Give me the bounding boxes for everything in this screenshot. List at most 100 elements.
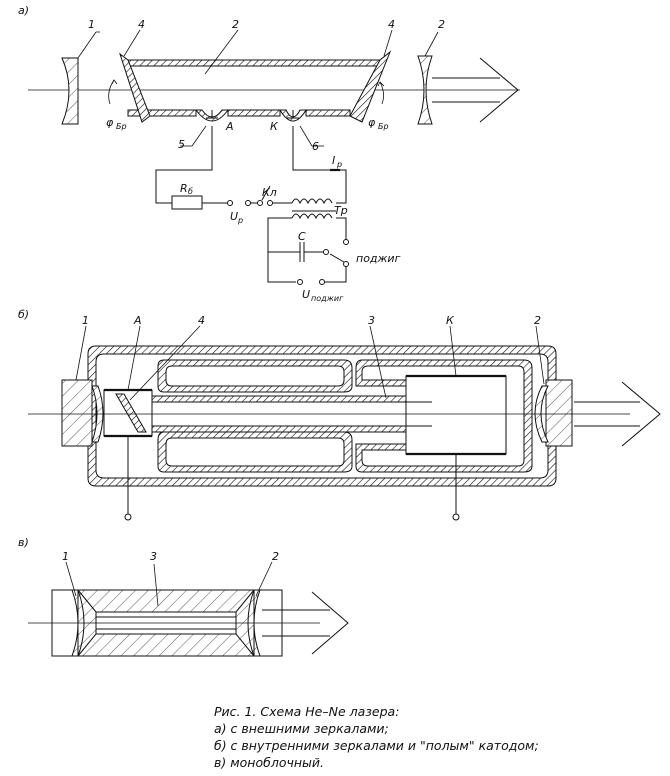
- label-mirror-left-b: 1: [82, 314, 89, 327]
- label-mirror-left-a: 1: [88, 18, 95, 31]
- cathode-terminal-b: [452, 513, 460, 521]
- tube-bottom-wall-right-a: [305, 109, 351, 117]
- panel-b-tag: б): [18, 308, 29, 321]
- panel-b: б) 1: [18, 308, 661, 521]
- terminal-ignition-right-a: [319, 279, 325, 285]
- label-anode-a: А: [225, 120, 234, 133]
- label-angle-left-a: φ: [106, 116, 114, 129]
- capillary-top-b: [151, 395, 433, 403]
- leader-cathode-lead-a: [299, 125, 313, 147]
- label-ignition-a: поджиг: [356, 252, 401, 265]
- leader-window-left-a: [123, 29, 141, 57]
- output-beam-arrow-a: [432, 57, 519, 123]
- label-capacitor-a: С: [298, 230, 306, 243]
- panel-a-tag: а): [18, 4, 29, 17]
- label-transformer-a: Тр: [334, 204, 348, 217]
- angle-arc-left-a: [108, 79, 115, 105]
- ignition-switch-contact-a: [343, 261, 349, 267]
- leader-cathode-b: [449, 325, 457, 377]
- label-mirror-right-c: 2: [272, 550, 279, 563]
- caption-line-b: б) с внутренними зеркалами и "полым" кат…: [214, 738, 539, 753]
- label-anode-b: А: [133, 314, 142, 327]
- chamber-right-b: [355, 359, 533, 473]
- label-mirror-right-a: 2: [438, 18, 445, 31]
- anode-cup-a: [195, 109, 229, 122]
- label-mirror-right-b: 2: [534, 314, 541, 327]
- terminal-up-left-a: [227, 200, 233, 206]
- cathode-cup-a: [279, 109, 307, 122]
- leader-anode-b: [127, 325, 141, 391]
- capillary-bottom-b: [151, 425, 433, 433]
- label-angle-right-a: φ: [368, 116, 376, 129]
- envelope-b: [87, 345, 557, 487]
- label-current-sub-a: р: [336, 160, 342, 169]
- leader-anode-lead-a: [191, 125, 207, 147]
- label-resistor-sub-a: б: [188, 187, 193, 196]
- anode-terminal-b: [124, 513, 132, 521]
- label-angle-right-sub-a: Бр: [378, 122, 389, 131]
- caption: Рис. 1. Схема He–Ne лазера: а) с внешним…: [214, 704, 539, 770]
- label-switch-a: Кл: [262, 186, 277, 199]
- label-capillary-c: 3: [150, 550, 157, 563]
- chamber-upper-left-b: [157, 359, 353, 393]
- transformer-primary-a: [291, 213, 333, 220]
- label-window-left-a: 4: [138, 18, 145, 31]
- leader-mirror-right-c: [255, 561, 273, 597]
- label-anode-lead-a: 5: [178, 138, 185, 151]
- leader-window-right-a: [383, 29, 393, 57]
- end-cap-right-b: [545, 379, 573, 447]
- leader-capillary-c: [153, 563, 159, 607]
- leader-mirror-left-b: [75, 325, 87, 381]
- tube-bottom-wall-mid-a: [227, 109, 281, 117]
- label-capillary-b: 3: [368, 314, 375, 327]
- chamber-lower-left-b: [157, 431, 353, 473]
- label-current-a: I: [332, 154, 335, 167]
- tube-top-wall-a: [127, 59, 381, 67]
- label-window-right-a: 4: [388, 18, 395, 31]
- caption-line-a: а) с внешними зеркалами;: [214, 721, 389, 736]
- wire-ignition-right-a: [324, 266, 347, 283]
- mirror-right-b: [534, 385, 549, 443]
- wire-cathode-a: [292, 126, 347, 204]
- switch-blade-a: [261, 185, 271, 201]
- label-tube-a: 2: [232, 18, 239, 31]
- window-b: [115, 393, 147, 433]
- ballast-resistor-a: [171, 195, 203, 210]
- wire-ignition-left-a: [267, 217, 296, 283]
- label-cathode-lead-a: 6: [312, 140, 319, 153]
- label-ignition-voltage-a: U: [302, 288, 310, 301]
- mirror-left-a: [61, 57, 79, 125]
- label-mirror-left-c: 1: [62, 550, 69, 563]
- label-cathode-b: К: [446, 314, 455, 327]
- ignition-switch-blade-a: [329, 253, 345, 263]
- terminal-ignition-left-a: [297, 279, 303, 285]
- leader-window-b: [129, 325, 201, 401]
- brewster-window-right-a: [349, 50, 392, 123]
- leader-tube-a: [204, 29, 239, 75]
- label-voltage-sub-a: р: [237, 216, 243, 225]
- terminal-up-right-a: [245, 200, 251, 206]
- wire-anode-a: [155, 126, 213, 204]
- leader-capillary-b: [369, 325, 387, 399]
- panel-c: в) 1 3 2: [18, 536, 349, 657]
- panel-c-tag: в): [18, 536, 29, 549]
- leader-mirror-left-c: [65, 561, 77, 597]
- output-beam-arrow-c: [262, 591, 349, 655]
- output-beam-arrow-b: [574, 381, 661, 447]
- label-window-b: 4: [198, 314, 205, 327]
- label-voltage-a: U: [230, 210, 238, 223]
- leader-mirror-left-a: [77, 31, 97, 59]
- leader-mirror-right-b: [535, 325, 545, 385]
- cathode-b: [405, 375, 507, 455]
- label-ignition-voltage-sub-a: поджиг: [311, 294, 344, 303]
- label-cathode-a: К: [270, 120, 279, 133]
- end-cap-left-b: [61, 379, 93, 447]
- label-angle-left-sub-a: Бр: [116, 122, 127, 131]
- angle-arc-right-a: [379, 81, 384, 105]
- leader-mirror-right-a: [424, 31, 439, 57]
- transformer-secondary-a: [291, 198, 333, 205]
- caption-title: Рис. 1. Схема He–Ne лазера:: [214, 704, 399, 719]
- panel-a: а) 1 2 4 4 2: [18, 4, 520, 303]
- mirror-right-a: [417, 55, 433, 125]
